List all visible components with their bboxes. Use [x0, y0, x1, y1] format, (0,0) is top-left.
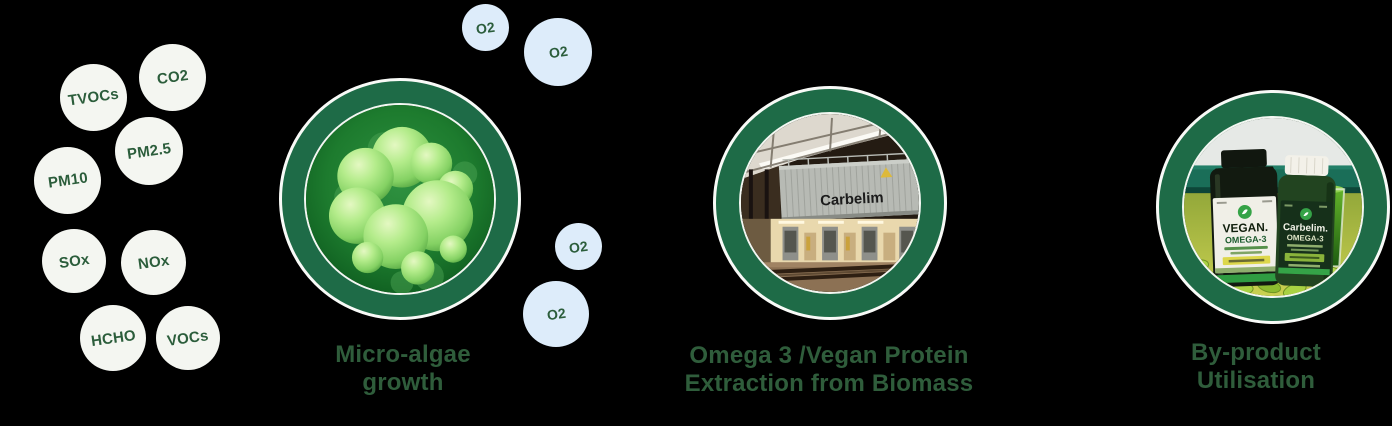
algae-cells-illustration [306, 105, 494, 293]
stage-circle-extraction: Carbelim [713, 86, 947, 320]
pollutant-label: NOx [136, 251, 171, 274]
caption-line: Omega 3 /Vegan Protein [689, 342, 969, 369]
caption-line: Micro-algae [335, 341, 471, 368]
bottle-right-product-label: OMEGA-3 [1287, 233, 1325, 243]
stage-circle-by-product: VEGAN. OMEGA-3 [1156, 90, 1390, 324]
pollutant-label: HCHO [89, 326, 137, 350]
caption-line: Extraction from Biomass [684, 370, 974, 397]
pollutant-bubble-pm10: PM10 [34, 147, 101, 214]
algae-photo [304, 103, 496, 295]
pollutant-bubble-vocs: VOCs [156, 306, 220, 370]
pollutant-bubble-pm25: PM2.5 [115, 117, 183, 185]
stage-circle-micro-algae [279, 78, 521, 320]
products-photo: VEGAN. OMEGA-3 [1182, 116, 1364, 298]
caption-line: Utilisation [1196, 367, 1316, 394]
oxygen-bubble: O2 [555, 223, 602, 270]
factory-photo: Carbelim [739, 112, 921, 294]
supplement-bottles-illustration: VEGAN. OMEGA-3 [1184, 118, 1362, 296]
pollutant-bubble-tvocs: TVOCs [60, 64, 127, 131]
factory-illustration: Carbelim [741, 114, 919, 292]
pollutant-label: PM2.5 [125, 139, 173, 163]
pollutant-label: TVOCs [67, 85, 120, 110]
pollutant-label: PM10 [46, 169, 89, 192]
oxygen-bubble: O2 [524, 18, 592, 86]
caption-micro-algae-growth: Micro-algae growth [233, 341, 573, 397]
caption-line: By-product [1191, 339, 1321, 366]
caption-by-product: By-product Utilisation [1086, 339, 1392, 395]
pollutant-label: CO2 [155, 66, 190, 89]
pollutant-bubble-nox: NOx [121, 230, 186, 295]
oxygen-label: O2 [475, 18, 496, 37]
bottle-left-brand-label: VEGAN. [1222, 220, 1268, 236]
oxygen-label: O2 [568, 237, 589, 256]
bottle-left-product-label: OMEGA-3 [1225, 234, 1267, 245]
caption-line: growth [362, 369, 444, 396]
pollutant-bubble-co2: CO2 [139, 44, 206, 111]
pollutant-bubble-sox: SOx [42, 229, 106, 293]
container-brand-label: Carbelim [820, 190, 884, 209]
caption-extraction: Omega 3 /Vegan Protein Extraction from B… [659, 342, 999, 398]
oxygen-label: O2 [547, 42, 569, 62]
pollutant-bubble-hcho: HCHO [80, 305, 146, 371]
oxygen-bubble: O2 [523, 281, 589, 347]
oxygen-label: O2 [545, 304, 567, 324]
bottle-right-brand-label: Carbelim. [1283, 222, 1329, 235]
pollutant-label: VOCs [166, 326, 210, 350]
oxygen-bubble: O2 [462, 4, 509, 51]
pollutant-label: SOx [57, 250, 91, 272]
